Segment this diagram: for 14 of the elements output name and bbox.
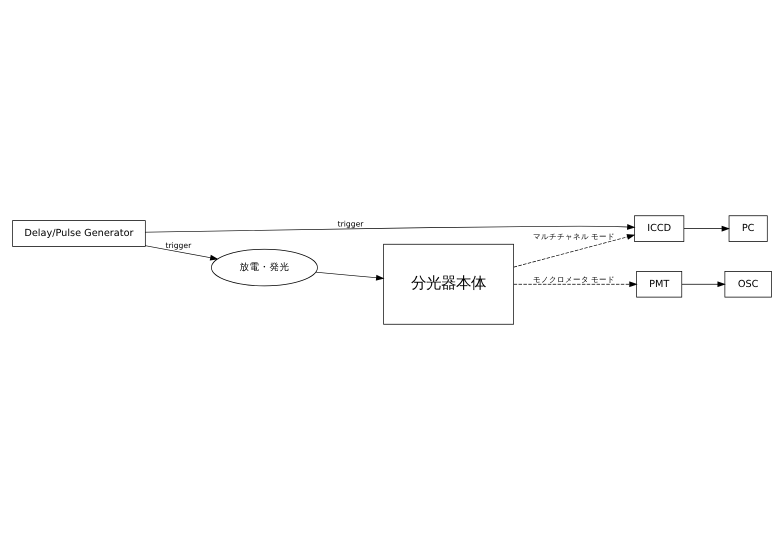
arrow	[513, 234, 636, 268]
node-box: OSC	[724, 271, 772, 298]
node-box: Delay/Pulse Generator	[12, 220, 146, 247]
node-box: 分光器本体	[383, 244, 514, 325]
node-box: PMT	[636, 271, 682, 298]
node-box: PC	[728, 215, 768, 242]
arrow	[145, 224, 636, 233]
arrow	[144, 245, 218, 261]
node-ellipse: 放電・発光	[211, 248, 318, 286]
arrow	[513, 281, 638, 288]
arrow	[684, 226, 730, 232]
node-box: ICCD	[634, 215, 684, 242]
arrow	[682, 281, 726, 288]
arrow	[315, 272, 384, 281]
